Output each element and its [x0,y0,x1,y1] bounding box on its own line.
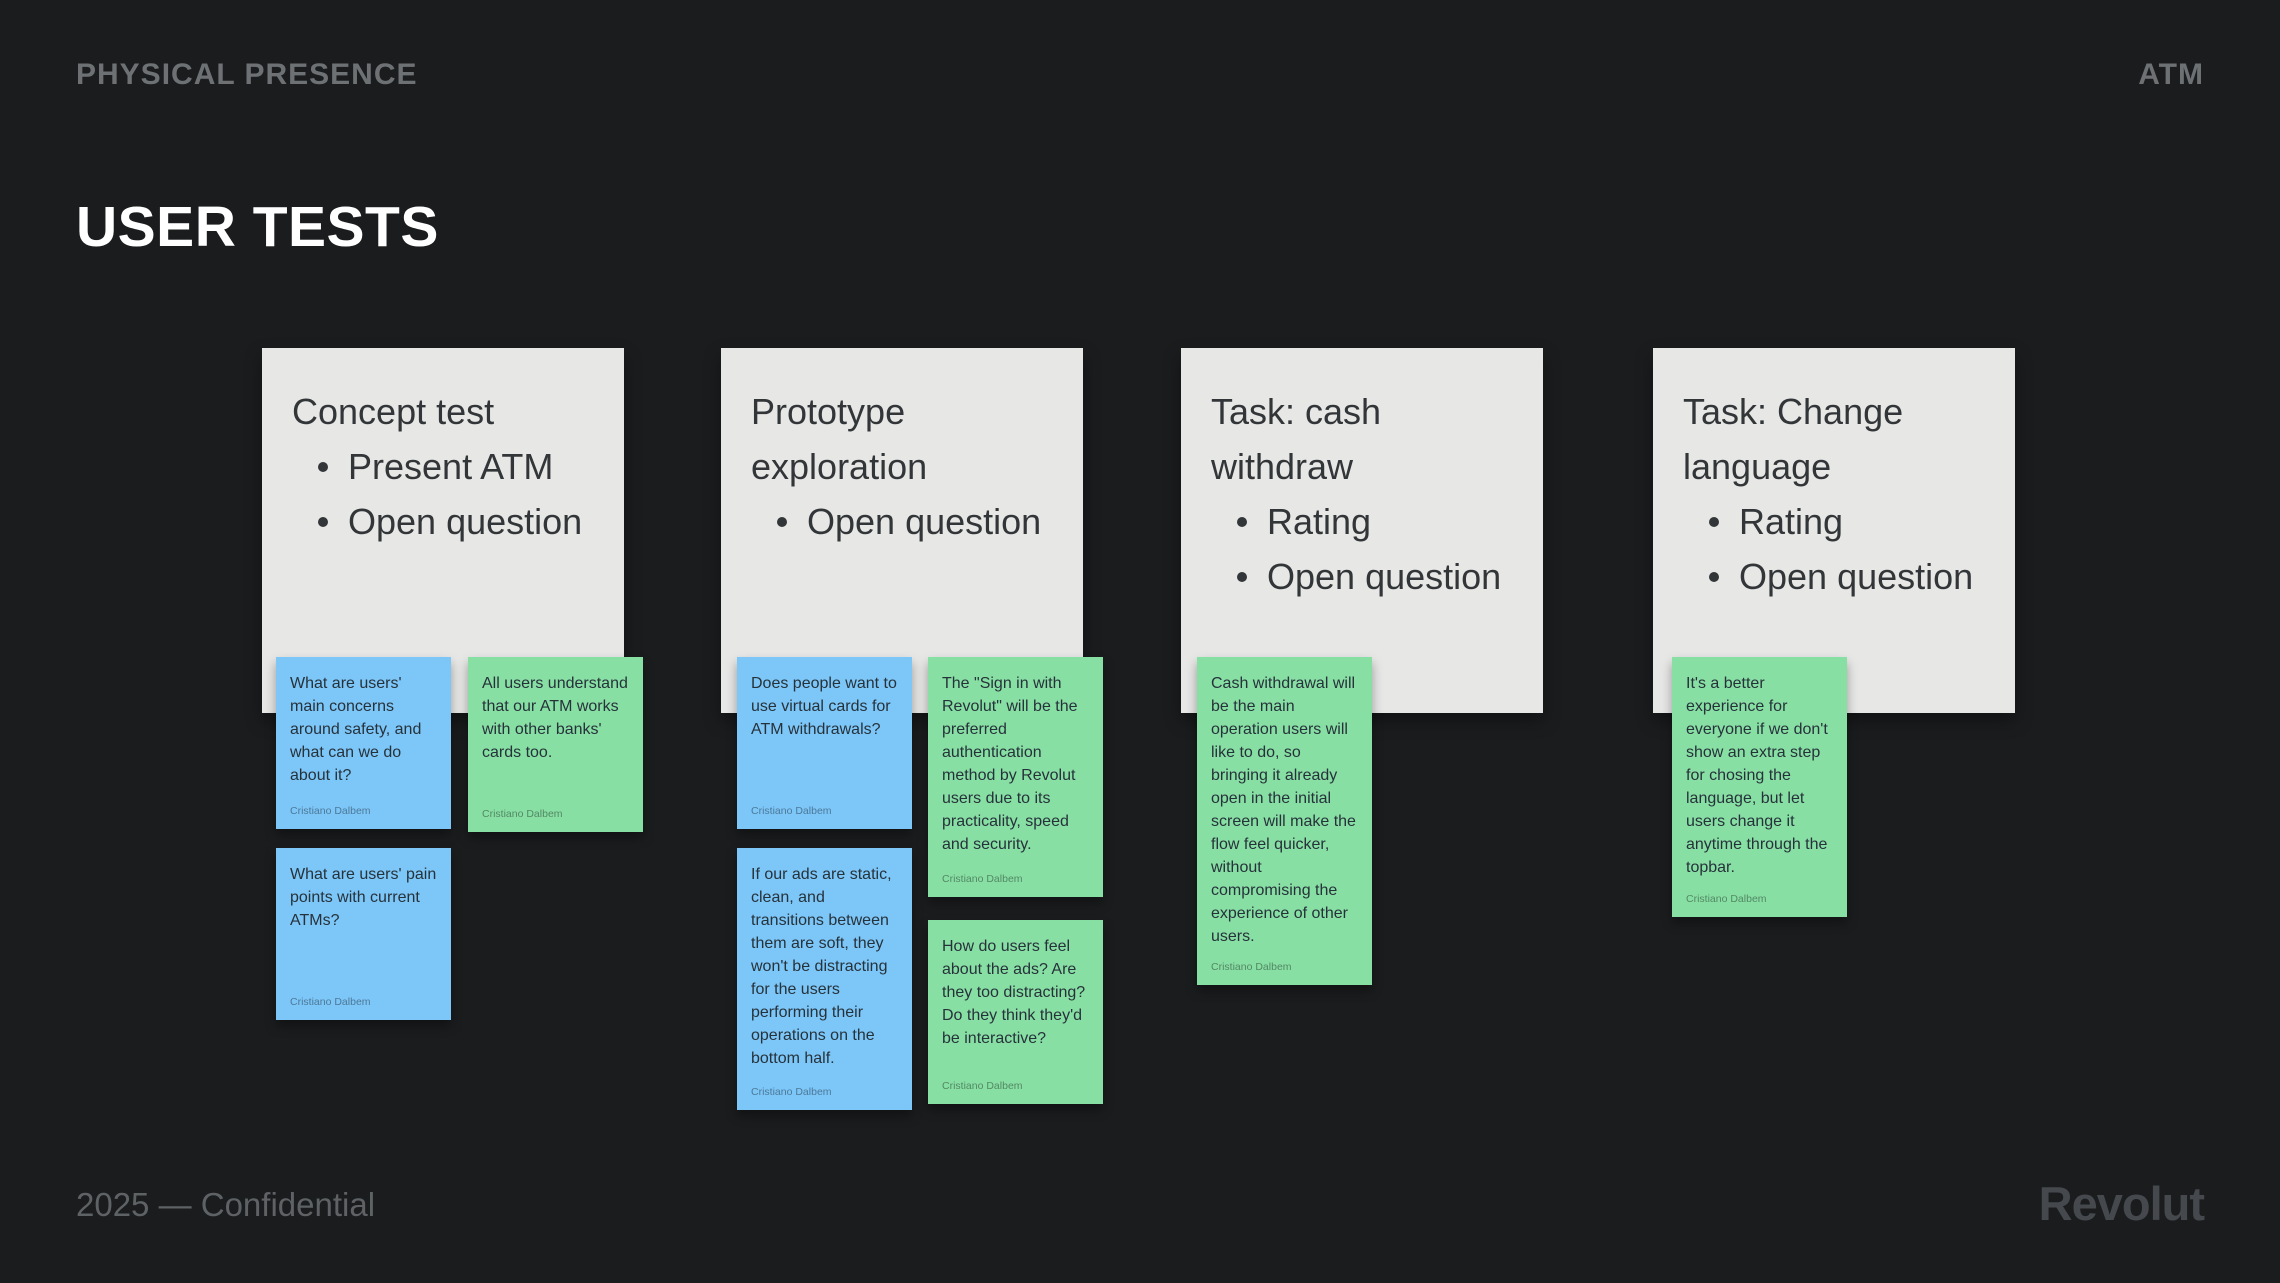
sticky-note: What are users' pain points with current… [276,848,451,1020]
bullet-item: Rating [1211,494,1515,549]
sticky-note: If our ads are static, clean, and transi… [737,848,912,1110]
sticky-author: Cristiano Dalbem [942,1080,1023,1092]
sticky-author: Cristiano Dalbem [1686,893,1767,905]
test-card-task-change-language: Task: Change language Rating Open questi… [1653,348,2015,713]
card-title: Task: Change language [1683,391,1904,487]
sticky-note: All users understand that our ATM works … [468,657,643,832]
sticky-author: Cristiano Dalbem [482,808,563,820]
card-bullet-list: Open question [751,494,1055,549]
sticky-note: The "Sign in with Revolut" will be the p… [928,657,1103,897]
bullet-item: Open question [292,494,596,549]
bullet-item: Open question [751,494,1055,549]
sticky-note: What are users' main concerns around saf… [276,657,451,829]
card-bullet-list: Present ATM Open question [292,439,596,549]
page-title: USER TESTS [76,195,439,260]
bullet-item: Rating [1683,494,1987,549]
sticky-text: It's a better experience for everyone if… [1686,675,1828,876]
sticky-author: Cristiano Dalbem [751,805,832,817]
sticky-text: All users understand that our ATM works … [482,675,628,761]
sticky-author: Cristiano Dalbem [1211,961,1292,973]
sticky-author: Cristiano Dalbem [751,1086,832,1098]
sticky-note: Cash withdrawal will be the main operati… [1197,657,1372,985]
card-bullet-list: Rating Open question [1211,494,1515,604]
sticky-text: The "Sign in with Revolut" will be the p… [942,675,1078,853]
revolut-logo: Revolut [2038,1177,2205,1230]
bullet-item: Present ATM [292,439,596,494]
sticky-text: What are users' pain points with current… [290,866,437,929]
sticky-author: Cristiano Dalbem [290,996,371,1008]
sticky-author: Cristiano Dalbem [290,805,371,817]
sticky-note: Does people want to use virtual cards fo… [737,657,912,829]
sticky-text: If our ads are static, clean, and transi… [751,866,892,1067]
card-bullet-list: Rating Open question [1683,494,1987,604]
sticky-author: Cristiano Dalbem [942,873,1023,885]
test-card-concept-test: Concept test Present ATM Open question [262,348,624,713]
bullet-item: Open question [1211,549,1515,604]
sticky-note: It's a better experience for everyone if… [1672,657,1847,917]
eyebrow-label: PHYSICAL PRESENCE [76,58,418,91]
card-title: Prototype exploration [751,391,928,487]
bullet-item: Open question [1683,549,1987,604]
sticky-text: What are users' main concerns around saf… [290,675,422,784]
card-title: Concept test [292,391,495,432]
footer-confidential: 2025 — Confidential [76,1186,376,1223]
corner-tag-label: ATM [2138,58,2204,91]
test-card-task-cash-withdraw: Task: cash withdraw Rating Open question [1181,348,1543,713]
sticky-note: How do users feel about the ads? Are the… [928,920,1103,1104]
card-title: Task: cash withdraw [1211,391,1382,487]
sticky-text: How do users feel about the ads? Are the… [942,938,1086,1047]
sticky-text: Does people want to use virtual cards fo… [751,675,897,738]
test-card-prototype-exploration: Prototype exploration Open question [721,348,1083,713]
sticky-text: Cash withdrawal will be the main operati… [1211,675,1356,945]
